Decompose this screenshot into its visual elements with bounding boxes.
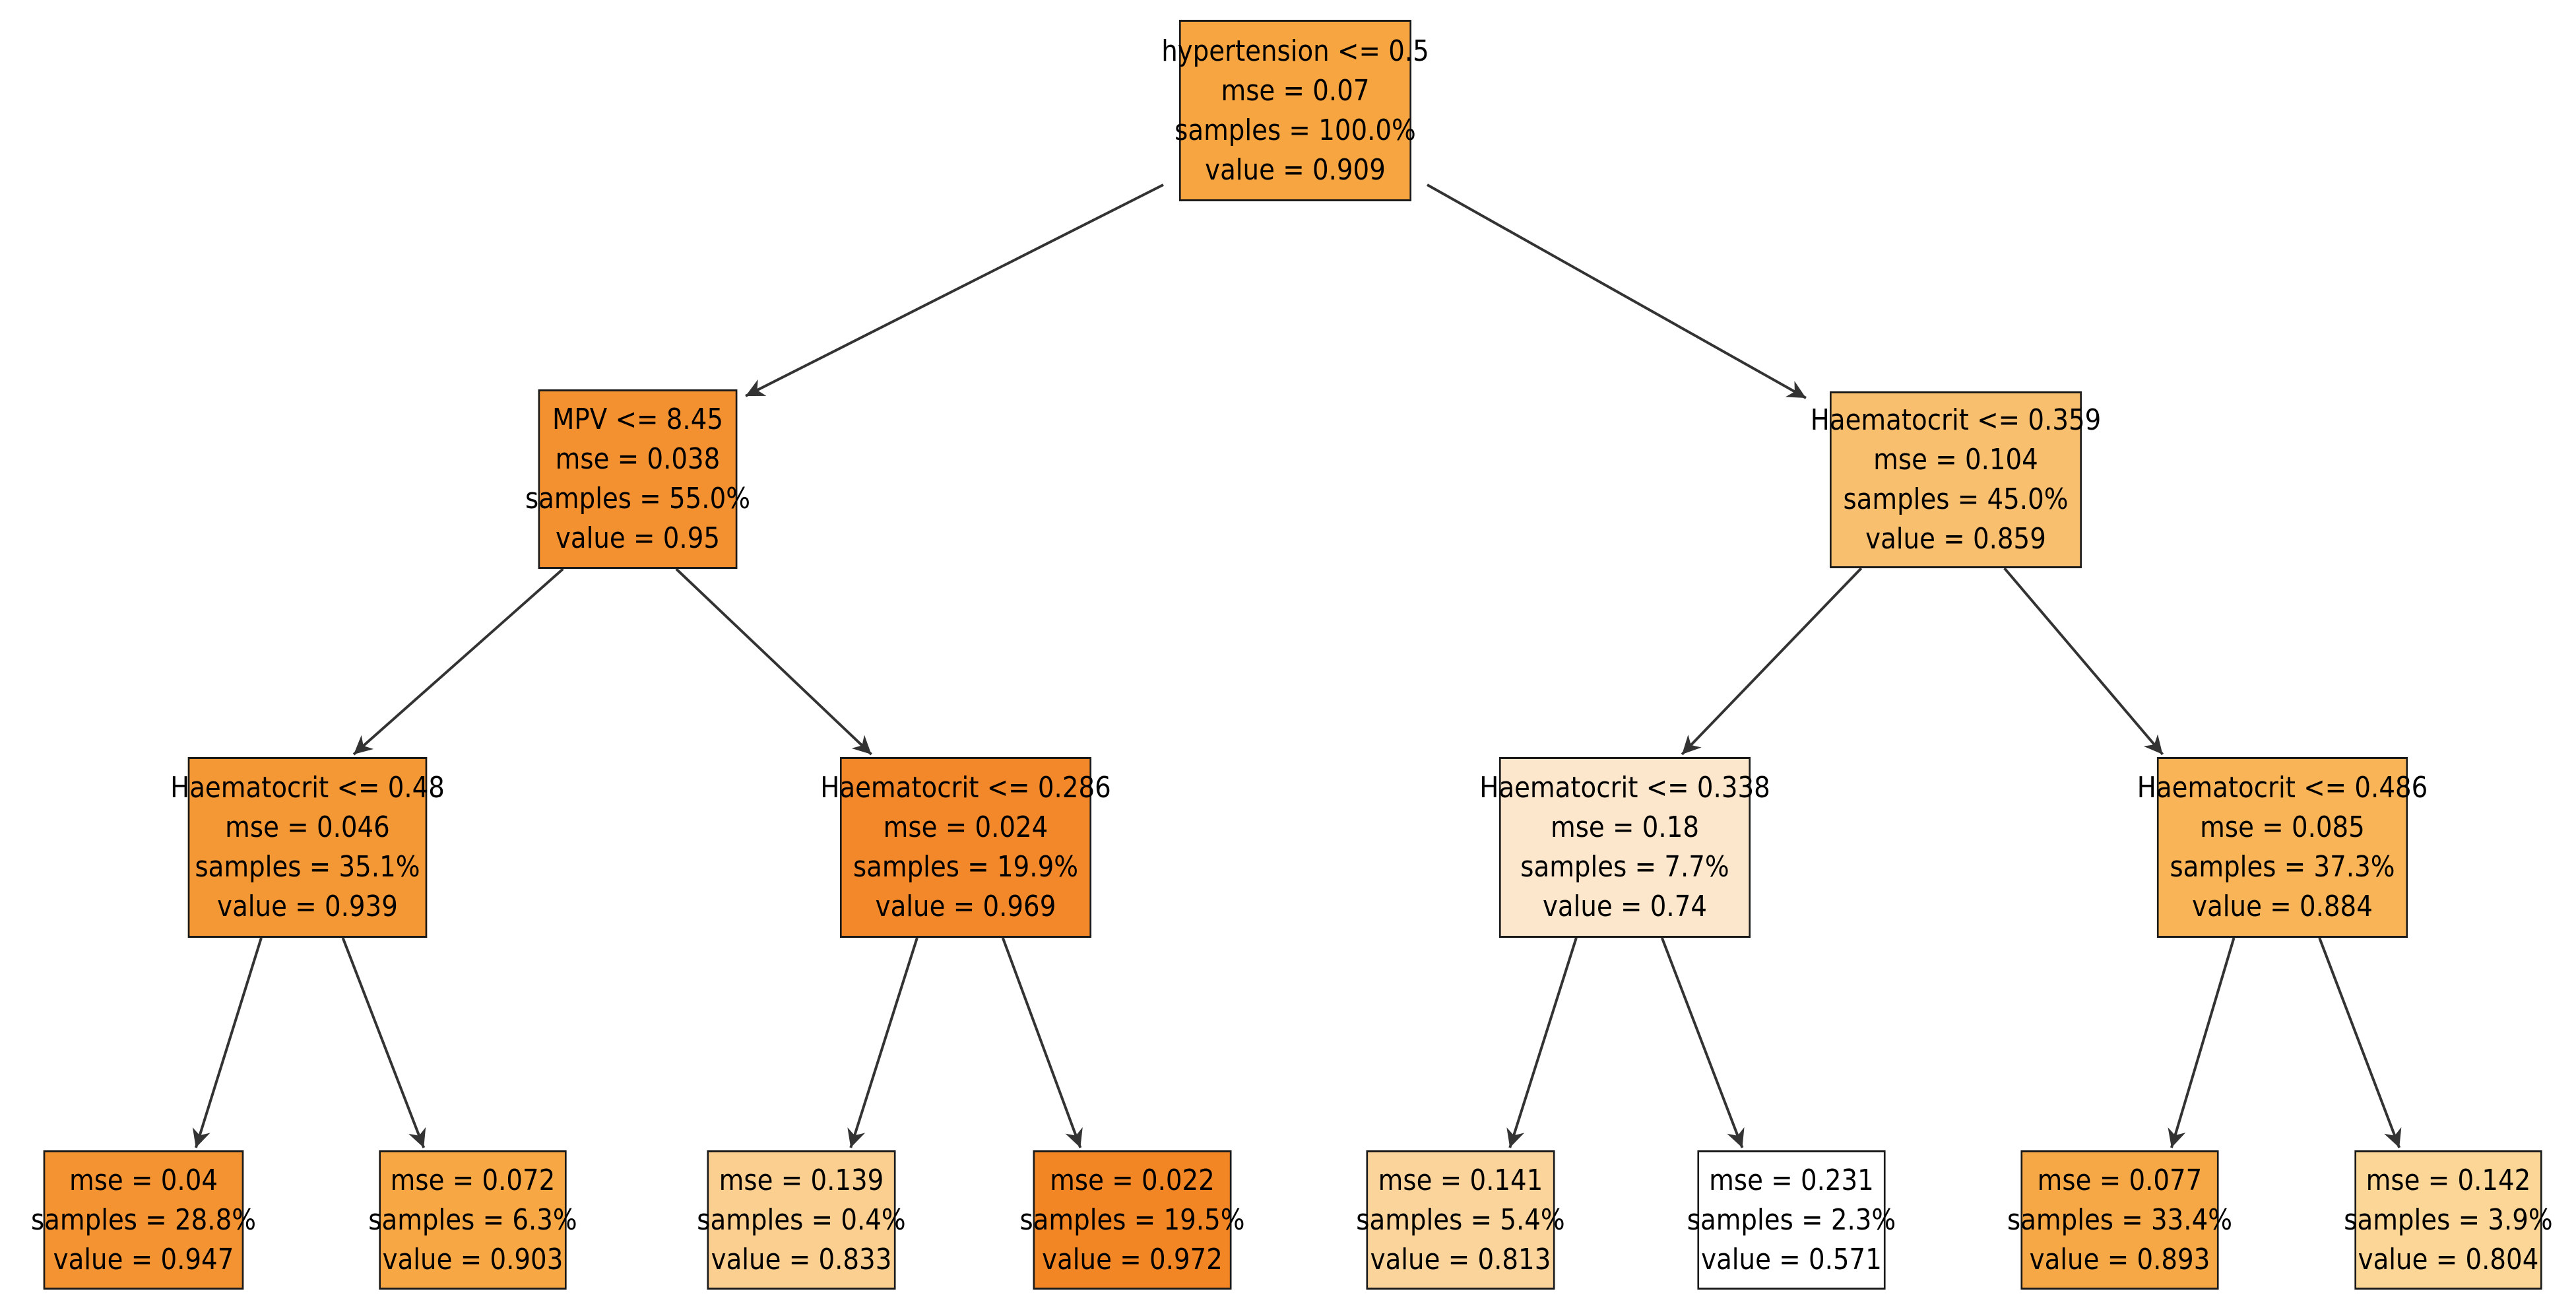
node-samples-label: samples = 19.5% [1019,1202,1245,1237]
node-mse-label: mse = 0.141 [1378,1163,1543,1197]
node-samples-label: samples = 0.4% [697,1202,906,1237]
split-node-n2: Haematocrit <= 0.48 mse = 0.046 samples = … [170,757,445,938]
node-mse-label: mse = 0.142 [2366,1163,2531,1197]
edge-n2-n4 [341,937,426,1148]
node-samples-label: samples = 2.3% [1687,1202,1896,1237]
node-samples-label: samples = 28.8% [30,1202,257,1237]
edge-n2-n3 [192,937,263,1148]
node-value-label: value = 0.813 [1370,1242,1551,1276]
leaf-node-n13: mse = 0.077 samples = 33.4% value = 0.893 [2007,1150,2232,1290]
node-value-label: value = 0.74 [1542,890,1708,923]
node-samples-label: samples = 45.0% [1843,482,2069,516]
node-value-label: value = 0.95 [555,521,721,555]
node-samples-label: samples = 37.3% [2170,850,2395,884]
node-value-label: value = 0.571 [1701,1242,1882,1276]
edge-n5-n6 [847,937,918,1148]
split-node-n5: Haematocrit <= 0.286 mse = 0.024 samples =… [820,757,1111,938]
node-mse-label: mse = 0.104 [1873,443,2038,477]
node-value-label: value = 0.804 [2358,1242,2539,1276]
edge-n0-n1 [745,183,1164,397]
node-samples-label: samples = 19.9% [853,850,1078,884]
node-samples-label: samples = 35.1% [195,850,420,884]
leaf-node-n11: mse = 0.231 samples = 2.3% value = 0.571 [1687,1150,1896,1290]
node-split-label: Haematocrit <= 0.48 [170,771,445,805]
node-value-label: value = 0.947 [53,1242,234,1276]
split-node-n8: Haematocrit <= 0.359 mse = 0.104 samples =… [1811,391,2101,568]
tree-edges [192,183,2402,1148]
node-value-label: value = 0.969 [875,890,1056,923]
leaf-node-n7: mse = 0.022 samples = 19.5% value = 0.972 [1020,1150,1245,1290]
node-mse-label: mse = 0.024 [883,810,1048,844]
leaf-node-n3: mse = 0.04 samples = 28.8% value = 0.947 [31,1150,256,1290]
leaf-node-n14: mse = 0.142 samples = 3.9% value = 0.804 [2344,1150,2553,1290]
node-mse-label: mse = 0.022 [1050,1163,1215,1197]
node-split-label: MPV <= 8.45 [552,403,723,436]
leaf-node-n4: mse = 0.072 samples = 6.3% value = 0.903 [368,1150,577,1290]
node-value-label: value = 0.859 [1865,522,2046,556]
node-samples-label: samples = 5.4% [1356,1202,1565,1237]
node-split-label: hypertension <= 0.5 [1161,34,1429,68]
node-mse-label: mse = 0.085 [2200,810,2365,844]
node-value-label: value = 0.939 [217,890,398,923]
edge-n9-n10 [1506,937,1578,1148]
edge-n8-n9 [1681,567,1863,756]
node-mse-label: mse = 0.038 [555,442,721,476]
node-mse-label: mse = 0.139 [719,1163,884,1197]
edge-n9-n11 [1660,937,1745,1148]
node-split-label: Haematocrit <= 0.486 [2137,771,2428,805]
node-samples-label: samples = 3.9% [2344,1202,2553,1237]
node-split-label: Haematocrit <= 0.359 [1810,403,2102,437]
node-mse-label: mse = 0.072 [390,1163,556,1197]
edge-n1-n2 [352,568,564,756]
node-samples-label: samples = 33.4% [2007,1202,2233,1237]
node-samples-label: samples = 55.0% [525,482,751,515]
split-node-n12: Haematocrit <= 0.486 mse = 0.085 samples =… [2137,757,2428,938]
edge-n8-n12 [2003,567,2164,756]
node-value-label: value = 0.893 [2029,1242,2210,1276]
node-mse-label: mse = 0.04 [69,1163,218,1197]
node-mse-label: mse = 0.046 [225,810,390,844]
node-value-label: value = 0.884 [2192,890,2373,923]
edge-n5-n7 [1001,937,1083,1148]
edge-n12-n14 [2318,937,2402,1148]
node-split-label: Haematocrit <= 0.338 [1479,771,1770,805]
node-mse-label: mse = 0.07 [1221,73,1370,108]
edge-n12-n13 [2168,937,2236,1148]
node-value-label: value = 0.833 [711,1242,892,1276]
split-node-n9: Haematocrit <= 0.338 mse = 0.18 samples = … [1479,757,1770,938]
node-value-label: value = 0.903 [382,1242,564,1276]
node-samples-label: samples = 100.0% [1175,113,1416,147]
edge-n1-n5 [675,568,872,756]
node-value-label: value = 0.909 [1205,152,1386,187]
node-mse-label: mse = 0.18 [1550,810,1699,844]
edge-n0-n8 [1427,183,1807,399]
leaf-node-n6: mse = 0.139 samples = 0.4% value = 0.833 [697,1150,906,1290]
split-node-n0: hypertension <= 0.5 mse = 0.07 samples = 1… [1161,20,1429,201]
leaf-node-n10: mse = 0.141 samples = 5.4% value = 0.813 [1356,1150,1565,1290]
node-samples-label: samples = 6.3% [368,1202,577,1237]
node-mse-label: mse = 0.231 [1709,1163,1874,1197]
node-split-label: Haematocrit <= 0.286 [820,771,1111,805]
node-samples-label: samples = 7.7% [1520,850,1729,884]
node-mse-label: mse = 0.077 [2037,1163,2203,1197]
node-value-label: value = 0.972 [1042,1242,1223,1276]
split-node-n1: MPV <= 8.45 mse = 0.038 samples = 55.0% val… [525,389,750,569]
